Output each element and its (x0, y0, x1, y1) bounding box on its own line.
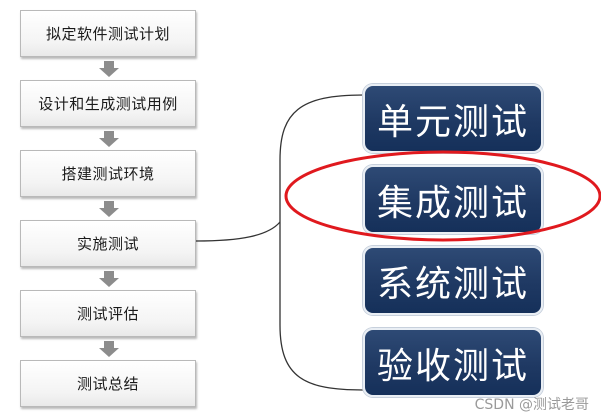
step-execute-test: 实施测试 (20, 220, 196, 267)
step-label: 拟定软件测试计划 (45, 25, 170, 43)
integration-test-box: 集成测试 (363, 165, 543, 234)
bracket-curve (279, 94, 364, 391)
system-test-box: 系统测试 (363, 246, 543, 315)
step-summary: 测试总结 (20, 360, 196, 407)
down-arrow-icon (99, 341, 119, 357)
step-design-cases: 设计和生成测试用例 (20, 80, 196, 127)
watermark: CSDN @测试老哥 (474, 397, 589, 413)
test-type-label: 系统测试 (376, 263, 529, 305)
connector-stem (195, 221, 281, 242)
unit-test-box: 单元测试 (363, 84, 543, 153)
step-label: 设计和生成测试用例 (38, 95, 178, 113)
step-evaluate: 测试评估 (20, 290, 196, 337)
test-type-label: 验收测试 (376, 345, 529, 387)
step-label: 测试总结 (76, 375, 139, 393)
step-plan: 拟定软件测试计划 (20, 10, 196, 57)
step-setup-environment: 搭建测试环境 (20, 150, 196, 197)
down-arrow-icon (99, 271, 119, 287)
acceptance-test-box: 验收测试 (363, 328, 543, 397)
down-arrow-icon (99, 61, 119, 77)
step-label: 测试评估 (76, 305, 139, 323)
step-label: 搭建测试环境 (61, 165, 155, 183)
test-type-label: 单元测试 (376, 101, 529, 143)
step-label: 实施测试 (76, 235, 139, 253)
test-type-label: 集成测试 (376, 182, 529, 224)
down-arrow-icon (99, 131, 119, 147)
down-arrow-icon (99, 201, 119, 217)
